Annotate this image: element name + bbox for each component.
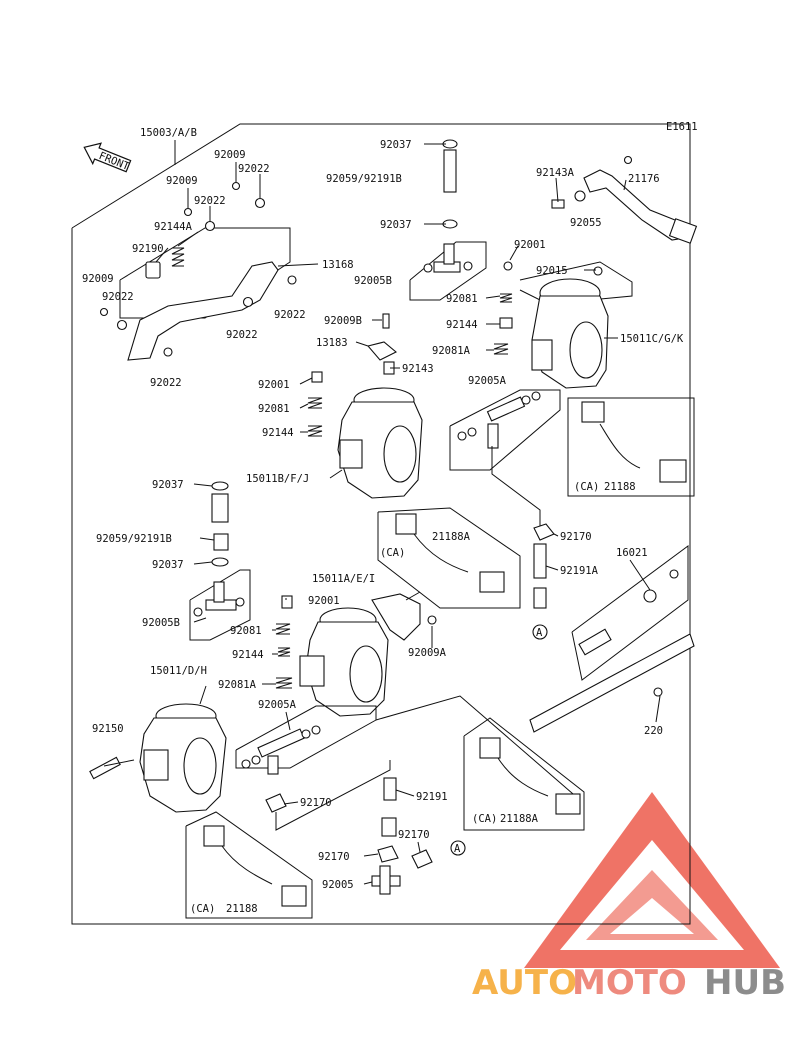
callout-15011-d-h: 15011/D/H	[150, 665, 207, 677]
ca-label: (CA)	[380, 547, 405, 559]
callout-92005a: 92005A	[258, 699, 297, 711]
callout-92009: 92009	[166, 175, 198, 187]
callout-92037: 92037	[380, 139, 412, 151]
callout-92022: 92022	[238, 163, 270, 175]
callout-92001: 92001	[308, 595, 340, 607]
sensor-21188-lower	[185, 811, 313, 919]
callout-labels: E1611 15003/A/B 92009 92022 92009 92022 …	[82, 121, 698, 915]
callout-21176: 21176	[628, 173, 660, 185]
callout-92190: 92190	[132, 243, 164, 255]
ca-label: (CA)	[574, 481, 599, 493]
watermark-auto: AUTO	[472, 963, 577, 1003]
ref-a-marker: A	[536, 627, 543, 639]
callout-92037: 92037	[380, 219, 412, 231]
callout-92001: 92001	[514, 239, 546, 251]
callout-92191a: 92191A	[560, 565, 599, 577]
callout-92005b: 92005B	[142, 617, 180, 629]
ref-a-marker: A	[454, 843, 461, 855]
sensor-21188a-middle	[377, 507, 521, 609]
vent-tube-assembly-lower	[189, 481, 251, 641]
watermark-hub: HUB	[704, 963, 786, 1003]
watermark-moto: MOTO	[572, 963, 687, 1003]
throttle-sensor-16021	[571, 545, 689, 681]
front-arrow-icon: FRONT	[83, 142, 131, 173]
callout-220: 220	[644, 725, 663, 737]
vent-tube-92005a-lower	[235, 695, 581, 801]
ca-label: (CA)	[190, 903, 215, 915]
callout-21188: 21188	[604, 481, 636, 493]
callout-92081a: 92081A	[218, 679, 257, 691]
callout-92081: 92081	[446, 293, 478, 305]
callout-92022: 92022	[150, 377, 182, 389]
carburetor-15011	[89, 703, 227, 813]
callout-92170: 92170	[318, 851, 350, 863]
callout-92144: 92144	[232, 649, 264, 661]
callout-92009: 92009	[214, 149, 246, 161]
sensor-21176	[551, 155, 698, 244]
linkage-bar-220	[529, 633, 695, 733]
callout-21188a: 21188A	[432, 531, 471, 543]
callout-13168: 13168	[322, 259, 354, 271]
watermark-text: AUTO MOTO HUB	[472, 963, 786, 1003]
callout-92144: 92144	[446, 319, 478, 331]
callout-92059-92191b: 92059/92191B	[326, 173, 402, 185]
diagram-code: E1611	[666, 121, 698, 133]
callout-92037: 92037	[152, 479, 184, 491]
callout-92081: 92081	[258, 403, 290, 415]
callout-92009a: 92009A	[408, 647, 447, 659]
callout-92005: 92005	[322, 879, 354, 891]
callout-92059-92191b: 92059/92191B	[96, 533, 172, 545]
callout-92144a: 92144A	[154, 221, 193, 233]
vent-tube-92191	[265, 760, 466, 895]
callout-21188a: 21188A	[500, 813, 539, 825]
callout-92143a: 92143A	[536, 167, 575, 179]
callout-92055: 92055	[570, 217, 602, 229]
vent-tube-92005a-upper	[449, 389, 561, 471]
callout-92150: 92150	[92, 723, 124, 735]
spacer-92190	[145, 261, 161, 279]
callout-92022: 92022	[102, 291, 134, 303]
callout-21188: 21188	[226, 903, 258, 915]
callout-92191: 92191	[416, 791, 448, 803]
sensor-21188a-lower	[463, 717, 585, 831]
carburetor-15011a	[275, 593, 437, 717]
callout-92001: 92001	[258, 379, 290, 391]
callout-15011c-g-k: 15011C/G/K	[620, 333, 684, 345]
carburetor-15011b	[307, 313, 423, 499]
callout-92022: 92022	[274, 309, 306, 321]
callout-92170: 92170	[300, 797, 332, 809]
ca-label: (CA)	[472, 813, 497, 825]
callout-92022: 92022	[194, 195, 226, 207]
callout-16021: 16021	[616, 547, 648, 559]
outer-frame	[71, 123, 691, 925]
callout-92081a: 92081A	[432, 345, 471, 357]
callout-92015: 92015	[536, 265, 568, 277]
sensor-21188-right	[567, 397, 695, 497]
bracket-assembly	[99, 181, 297, 361]
callout-92037: 92037	[152, 559, 184, 571]
carburetor-15011c	[493, 261, 633, 389]
leader-lines	[103, 143, 661, 885]
callout-92143: 92143	[402, 363, 434, 375]
callout-13183: 13183	[316, 337, 348, 349]
callout-92009b: 92009B	[324, 315, 362, 327]
vent-tube-assembly-upper	[409, 139, 487, 301]
callout-92170: 92170	[398, 829, 430, 841]
callout-92144: 92144	[262, 427, 294, 439]
callout-92022: 92022	[226, 329, 258, 341]
callout-92081: 92081	[230, 625, 262, 637]
callout-92005b: 92005B	[354, 275, 392, 287]
callout-92170: 92170	[560, 531, 592, 543]
watermark-logo	[524, 792, 780, 968]
callout-92009: 92009	[82, 273, 114, 285]
clamp-hose-92191a	[491, 446, 555, 640]
callout-15011a-e-i: 15011A/E/I	[312, 573, 375, 585]
callout-15011b-f-j: 15011B/F/J	[246, 473, 309, 485]
callout-92005a: 92005A	[468, 375, 507, 387]
callout-15003: 15003/A/B	[140, 127, 197, 139]
